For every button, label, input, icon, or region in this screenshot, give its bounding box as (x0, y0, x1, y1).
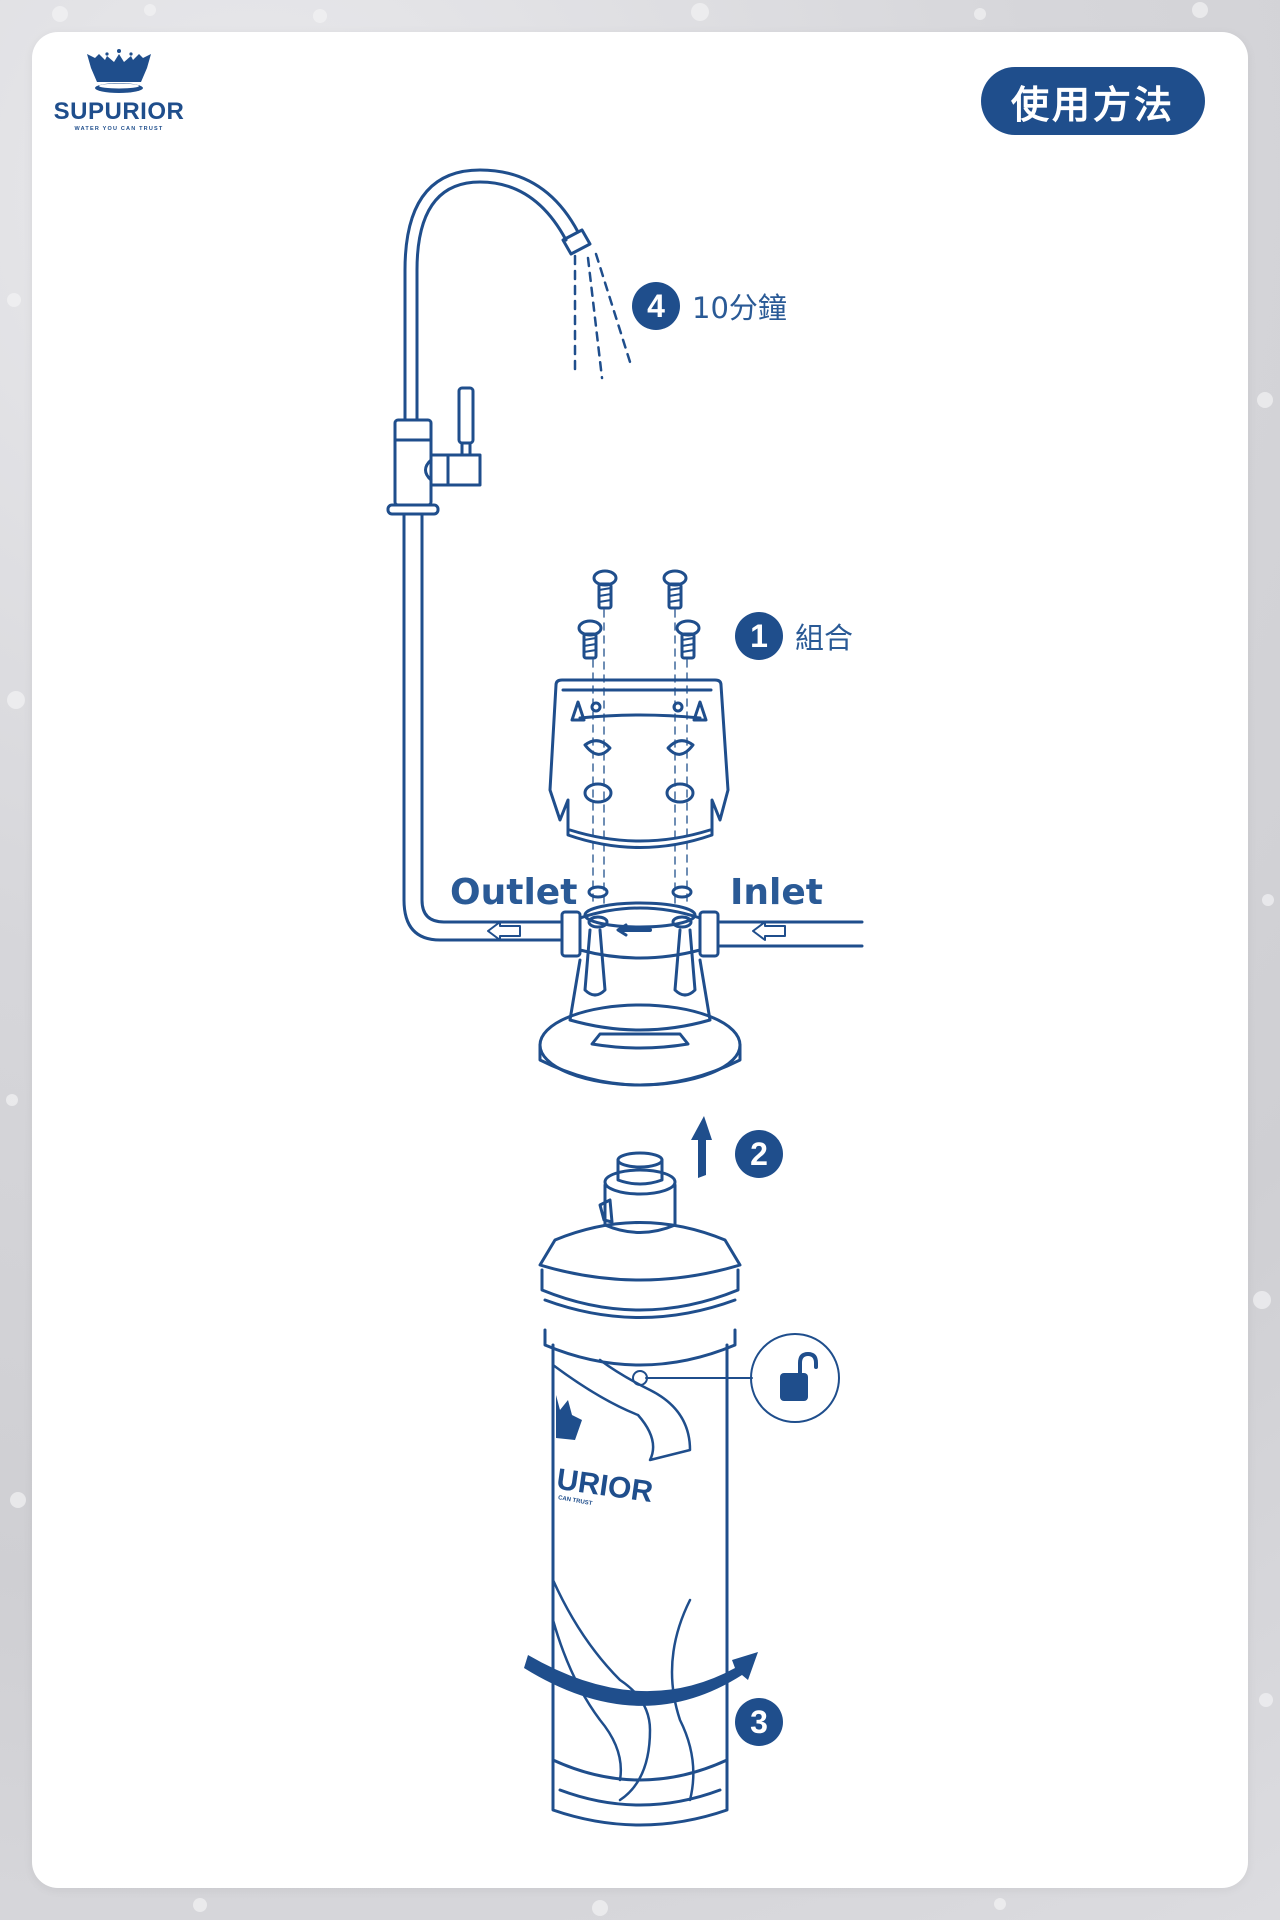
cartridge-tagline-text: CAN TRUST (557, 1495, 593, 1507)
filter-cartridge-icon (538, 1151, 742, 1827)
step-badge: 2 (735, 1130, 783, 1178)
step-badge: 4 (632, 282, 680, 330)
step-badge: 3 (735, 1698, 783, 1746)
instruction-card: SUPURIOR WATER YOU CAN TRUST 使用方法 (32, 32, 1248, 1888)
mounting-bracket-icon (548, 678, 730, 849)
crown-icon (87, 49, 151, 93)
step-label: 組合 (795, 621, 854, 655)
crown-icon (556, 1395, 582, 1440)
step-label: 10分鐘 (692, 291, 787, 325)
installation-diagram: URIOR CAN TRUST (386, 168, 864, 1827)
step-2: 2 (735, 1130, 783, 1178)
step-4: 4 10分鐘 (632, 282, 787, 330)
brand-name: SUPURIOR (53, 98, 185, 125)
screw-icon (577, 569, 701, 906)
unlock-icon (780, 1351, 818, 1401)
rotate-arrow-icon (524, 1652, 758, 1706)
brand-tagline: WATER YOU CAN TRUST (74, 126, 164, 132)
flow-arrow-icon (752, 921, 786, 941)
brand-logo: SUPURIOR WATER YOU CAN TRUST (54, 48, 184, 158)
faucet-icon (386, 168, 632, 942)
step-badge: 1 (735, 612, 783, 660)
unlock-callout (645, 1333, 840, 1423)
page-title: 使用方法 (981, 67, 1205, 135)
outlet-label: Outlet (450, 872, 578, 913)
flow-arrow-icon (487, 921, 521, 941)
step-3: 3 (735, 1698, 783, 1746)
arrow-up-icon (691, 1116, 712, 1178)
inlet-label: Inlet (730, 872, 823, 913)
step-1: 1 組合 (735, 612, 853, 660)
filter-head-icon (538, 885, 742, 1087)
